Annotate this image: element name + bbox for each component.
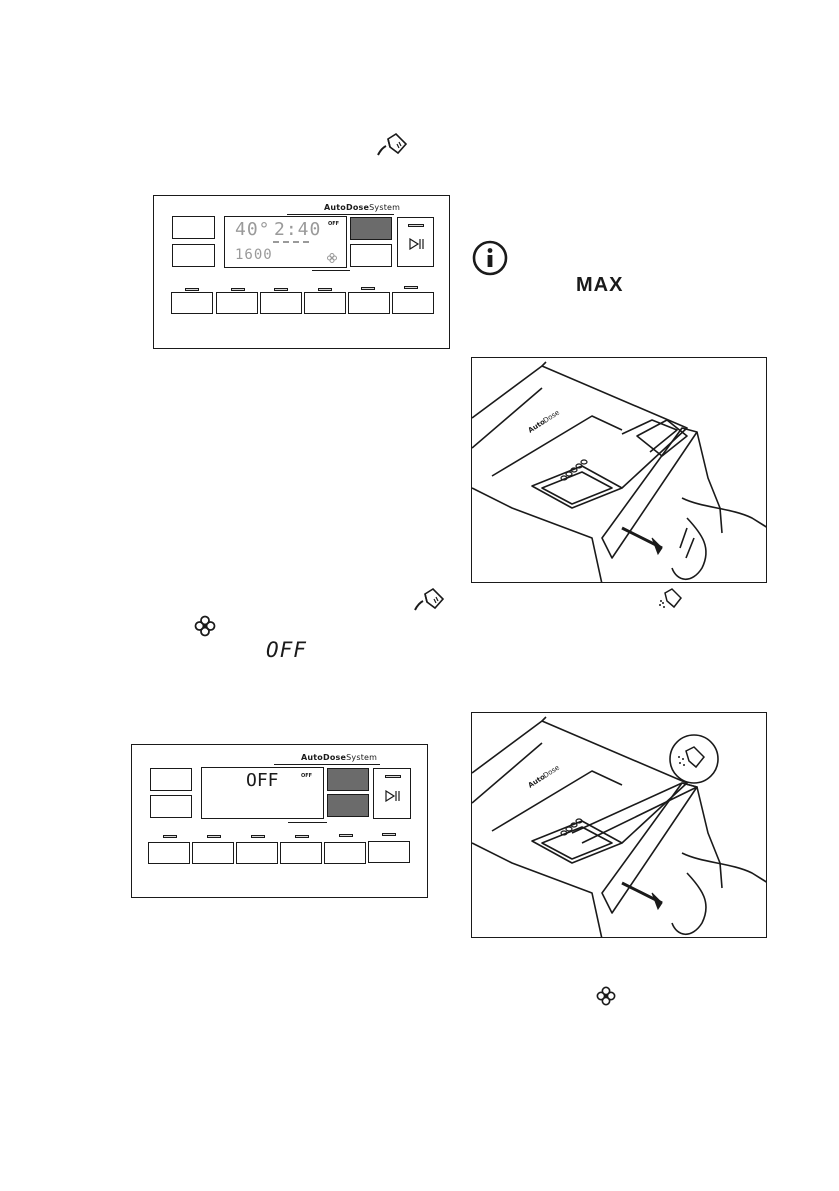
display-screen: OFF OFF	[201, 767, 324, 819]
detergent-bottle-icon	[376, 131, 408, 157]
program-button-2[interactable]	[216, 292, 258, 314]
time-readout: 2:40	[274, 219, 322, 240]
detergent-bottle-icon	[657, 587, 683, 611]
start-pause-button[interactable]	[397, 217, 434, 267]
program-button-5[interactable]	[348, 292, 390, 314]
program-button-1[interactable]	[148, 842, 190, 864]
control-panel-diagram-1: AutoDoseSystem 40° 2:40 1600 OFF	[153, 195, 450, 349]
spin-readout: 1600	[235, 247, 273, 263]
max-label: MAX	[576, 274, 624, 296]
panel-brand: AutoDoseSystem	[301, 753, 378, 762]
program-button-4[interactable]	[304, 292, 346, 314]
autodose-button-lower[interactable]	[327, 794, 369, 817]
flower-icon	[327, 253, 337, 263]
program-button-3[interactable]	[260, 292, 302, 314]
detergent-drawer-illustration-2: Auto Dose	[471, 712, 767, 938]
display-readout: OFF	[246, 770, 279, 791]
panel-brand: AutoDoseSystem	[324, 203, 401, 212]
program-button-3[interactable]	[236, 842, 278, 864]
drawer-label-dose: Dose	[542, 764, 561, 780]
option-button-lower[interactable]	[150, 795, 192, 818]
autodose-button-upper[interactable]	[327, 768, 369, 791]
option-button-lower[interactable]	[172, 244, 215, 267]
flower-icon	[194, 615, 216, 637]
program-button-6[interactable]	[368, 841, 410, 863]
drawer-label-dose: Dose	[542, 409, 561, 425]
program-button-6[interactable]	[392, 292, 434, 314]
autodose-button-lower[interactable]	[350, 244, 392, 267]
info-icon	[472, 240, 508, 276]
off-label: OFF	[266, 638, 307, 662]
detergent-bottle-icon	[413, 586, 445, 612]
program-button-5[interactable]	[324, 842, 366, 864]
flower-icon	[596, 986, 616, 1006]
program-button-2[interactable]	[192, 842, 234, 864]
option-button-upper[interactable]	[150, 768, 192, 791]
play-pause-icon	[385, 790, 401, 802]
off-indicator: OFF	[301, 773, 313, 779]
program-button-1[interactable]	[171, 292, 213, 314]
control-panel-diagram-2: AutoDoseSystem OFF OFF	[131, 744, 428, 898]
detergent-drawer-illustration-1: Auto Dose	[471, 357, 767, 583]
display-screen: 40° 2:40 1600 OFF	[224, 216, 347, 268]
temperature-readout: 40°	[235, 219, 271, 240]
program-button-4[interactable]	[280, 842, 322, 864]
autodose-button-upper[interactable]	[350, 217, 392, 240]
option-button-upper[interactable]	[172, 216, 215, 239]
play-pause-icon	[409, 238, 425, 250]
start-pause-button[interactable]	[373, 768, 411, 819]
off-indicator: OFF	[328, 221, 340, 227]
